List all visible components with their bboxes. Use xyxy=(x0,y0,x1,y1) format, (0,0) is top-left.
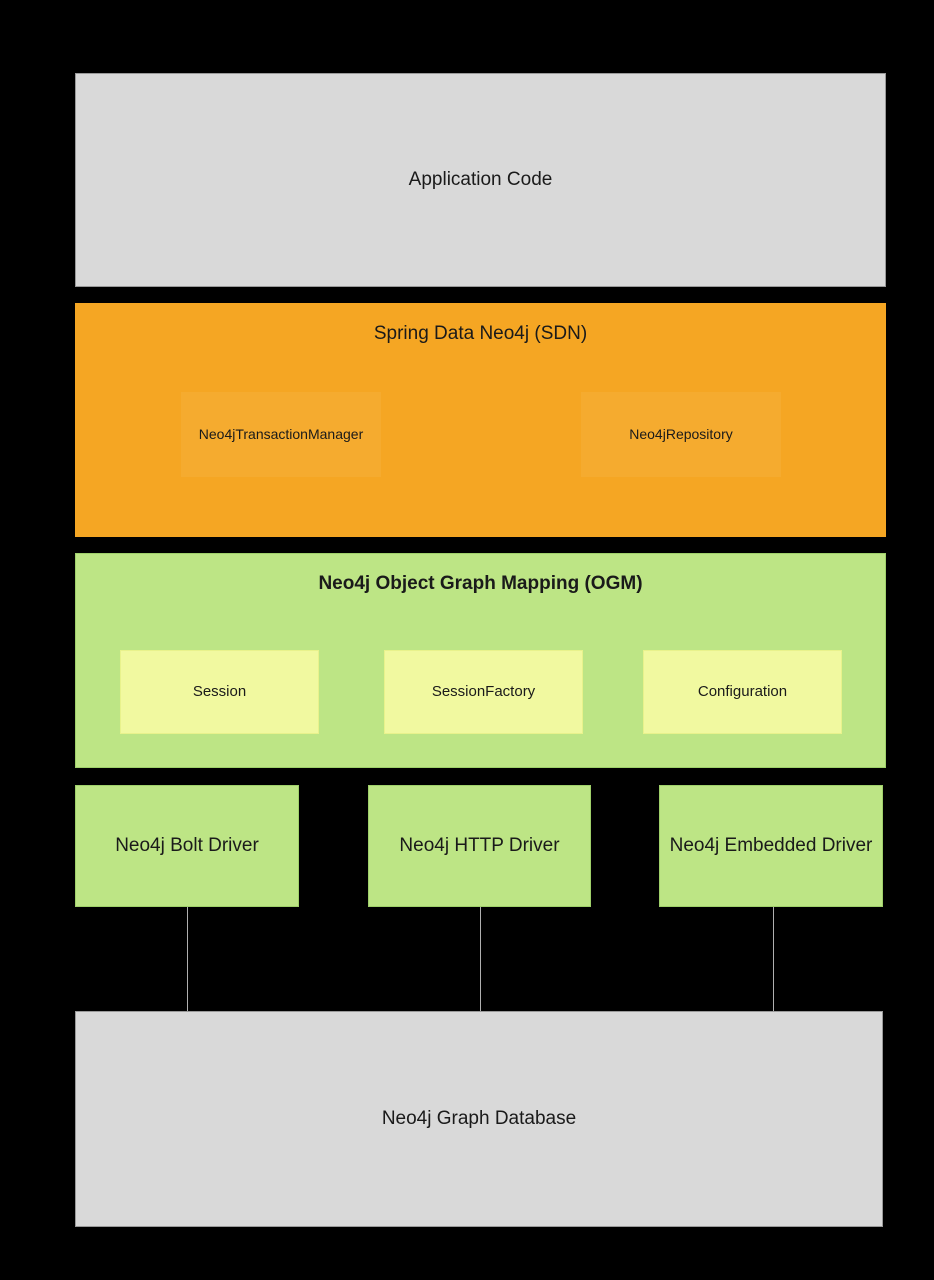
neo4j-http-driver-box[interactable]: Neo4j HTTP Driver xyxy=(368,785,591,907)
ogm-configuration-label: Configuration xyxy=(697,682,788,700)
ogm-session-factory-box[interactable]: SessionFactory xyxy=(384,650,583,734)
neo4j-ogm-layer[interactable]: Neo4j Object Graph Mapping (OGM) Session… xyxy=(75,553,886,768)
ogm-session-factory-label: SessionFactory xyxy=(431,682,536,700)
neo4j-transaction-manager-box[interactable]: Neo4jTransactionManager xyxy=(181,392,381,477)
neo4j-ogm-title: Neo4j Object Graph Mapping (OGM) xyxy=(318,573,643,594)
spring-data-neo4j-layer[interactable]: Spring Data Neo4j (SDN) Neo4jTransaction… xyxy=(75,303,886,537)
neo4j-graph-database-box[interactable]: Neo4j Graph Database xyxy=(75,1011,883,1227)
application-code-label: Application Code xyxy=(408,169,553,191)
spring-data-neo4j-title: Spring Data Neo4j (SDN) xyxy=(373,323,588,344)
neo4j-bolt-driver-box[interactable]: Neo4j Bolt Driver xyxy=(75,785,299,907)
connector-bolt-to-database xyxy=(187,907,188,1011)
connector-http-to-database xyxy=(480,907,481,1011)
neo4j-repository-box[interactable]: Neo4jRepository xyxy=(581,392,781,477)
ogm-configuration-box[interactable]: Configuration xyxy=(643,650,842,734)
neo4j-bolt-driver-label: Neo4j Bolt Driver xyxy=(115,835,259,857)
neo4j-http-driver-label: Neo4j HTTP Driver xyxy=(399,835,560,857)
connector-embedded-to-database xyxy=(773,907,774,1011)
application-code-box[interactable]: Application Code xyxy=(75,73,886,287)
neo4j-embedded-driver-label: Neo4j Embedded Driver xyxy=(669,835,873,857)
neo4j-transaction-manager-label: Neo4jTransactionManager xyxy=(198,425,364,442)
neo4j-graph-database-label: Neo4j Graph Database xyxy=(381,1108,577,1130)
neo4j-repository-label: Neo4jRepository xyxy=(629,425,733,442)
ogm-session-label: Session xyxy=(192,682,247,700)
ogm-session-box[interactable]: Session xyxy=(120,650,319,734)
neo4j-embedded-driver-box[interactable]: Neo4j Embedded Driver xyxy=(659,785,883,907)
